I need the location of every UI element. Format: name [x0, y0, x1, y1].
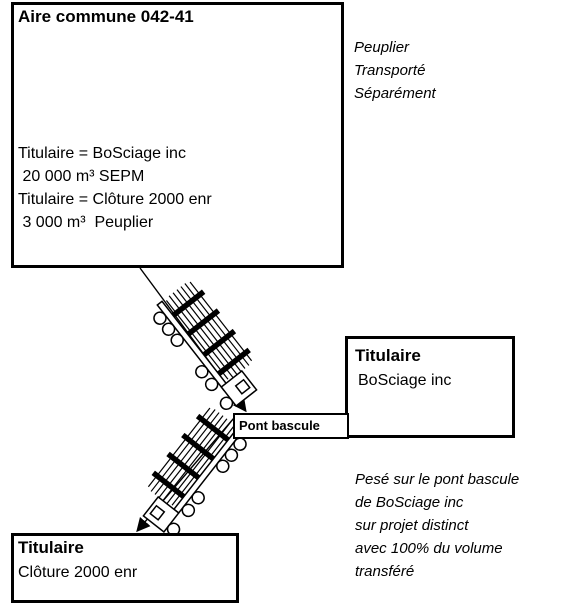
note-peuplier-line-1: Peuplier [354, 36, 436, 59]
titulaire-bosciage-box: Titulaire BoSciage inc [345, 336, 515, 438]
aire-commune-details: Titulaire = BoSciage inc 20 000 m³ SEPM … [18, 142, 212, 234]
aire-line-1: Titulaire = BoSciage inc [18, 142, 212, 165]
titulaire-cloture-name: Clôture 2000 enr [18, 561, 137, 584]
titulaire-bosciage-title: Titulaire [355, 346, 421, 366]
note-pese-line-1: Pesé sur le pont bascule [355, 468, 519, 491]
aire-line-4: 3 000 m³ Peuplier [18, 211, 212, 234]
note-peuplier: Peuplier Transporté Séparément [354, 36, 436, 105]
note-peuplier-line-3: Séparément [354, 82, 436, 105]
note-peuplier-line-2: Transporté [354, 59, 436, 82]
aire-line-3: Titulaire = Clôture 2000 enr [18, 188, 212, 211]
aire-line-2: 20 000 m³ SEPM [18, 165, 212, 188]
note-pese-line-5: transféré [355, 560, 519, 583]
aire-commune-title: Aire commune 042-41 [18, 7, 194, 27]
note-pese-line-4: avec 100% du volume [355, 537, 519, 560]
pont-bascule-label: Pont bascule [239, 418, 320, 433]
log-truck-icon-1 [148, 278, 271, 413]
pont-bascule-box: Pont bascule [233, 413, 349, 439]
titulaire-bosciage-name: BoSciage inc [358, 369, 451, 392]
titulaire-cloture-box: Titulaire Clôture 2000 enr [11, 533, 239, 603]
note-pese: Pesé sur le pont bascule de BoSciage inc… [355, 468, 519, 583]
titulaire-cloture-title: Titulaire [18, 538, 84, 558]
note-pese-line-2: de BoSciage inc [355, 491, 519, 514]
note-pese-line-3: sur projet distinct [355, 514, 519, 537]
aire-commune-box: Aire commune 042-41 Titulaire = BoSciage… [11, 2, 344, 268]
